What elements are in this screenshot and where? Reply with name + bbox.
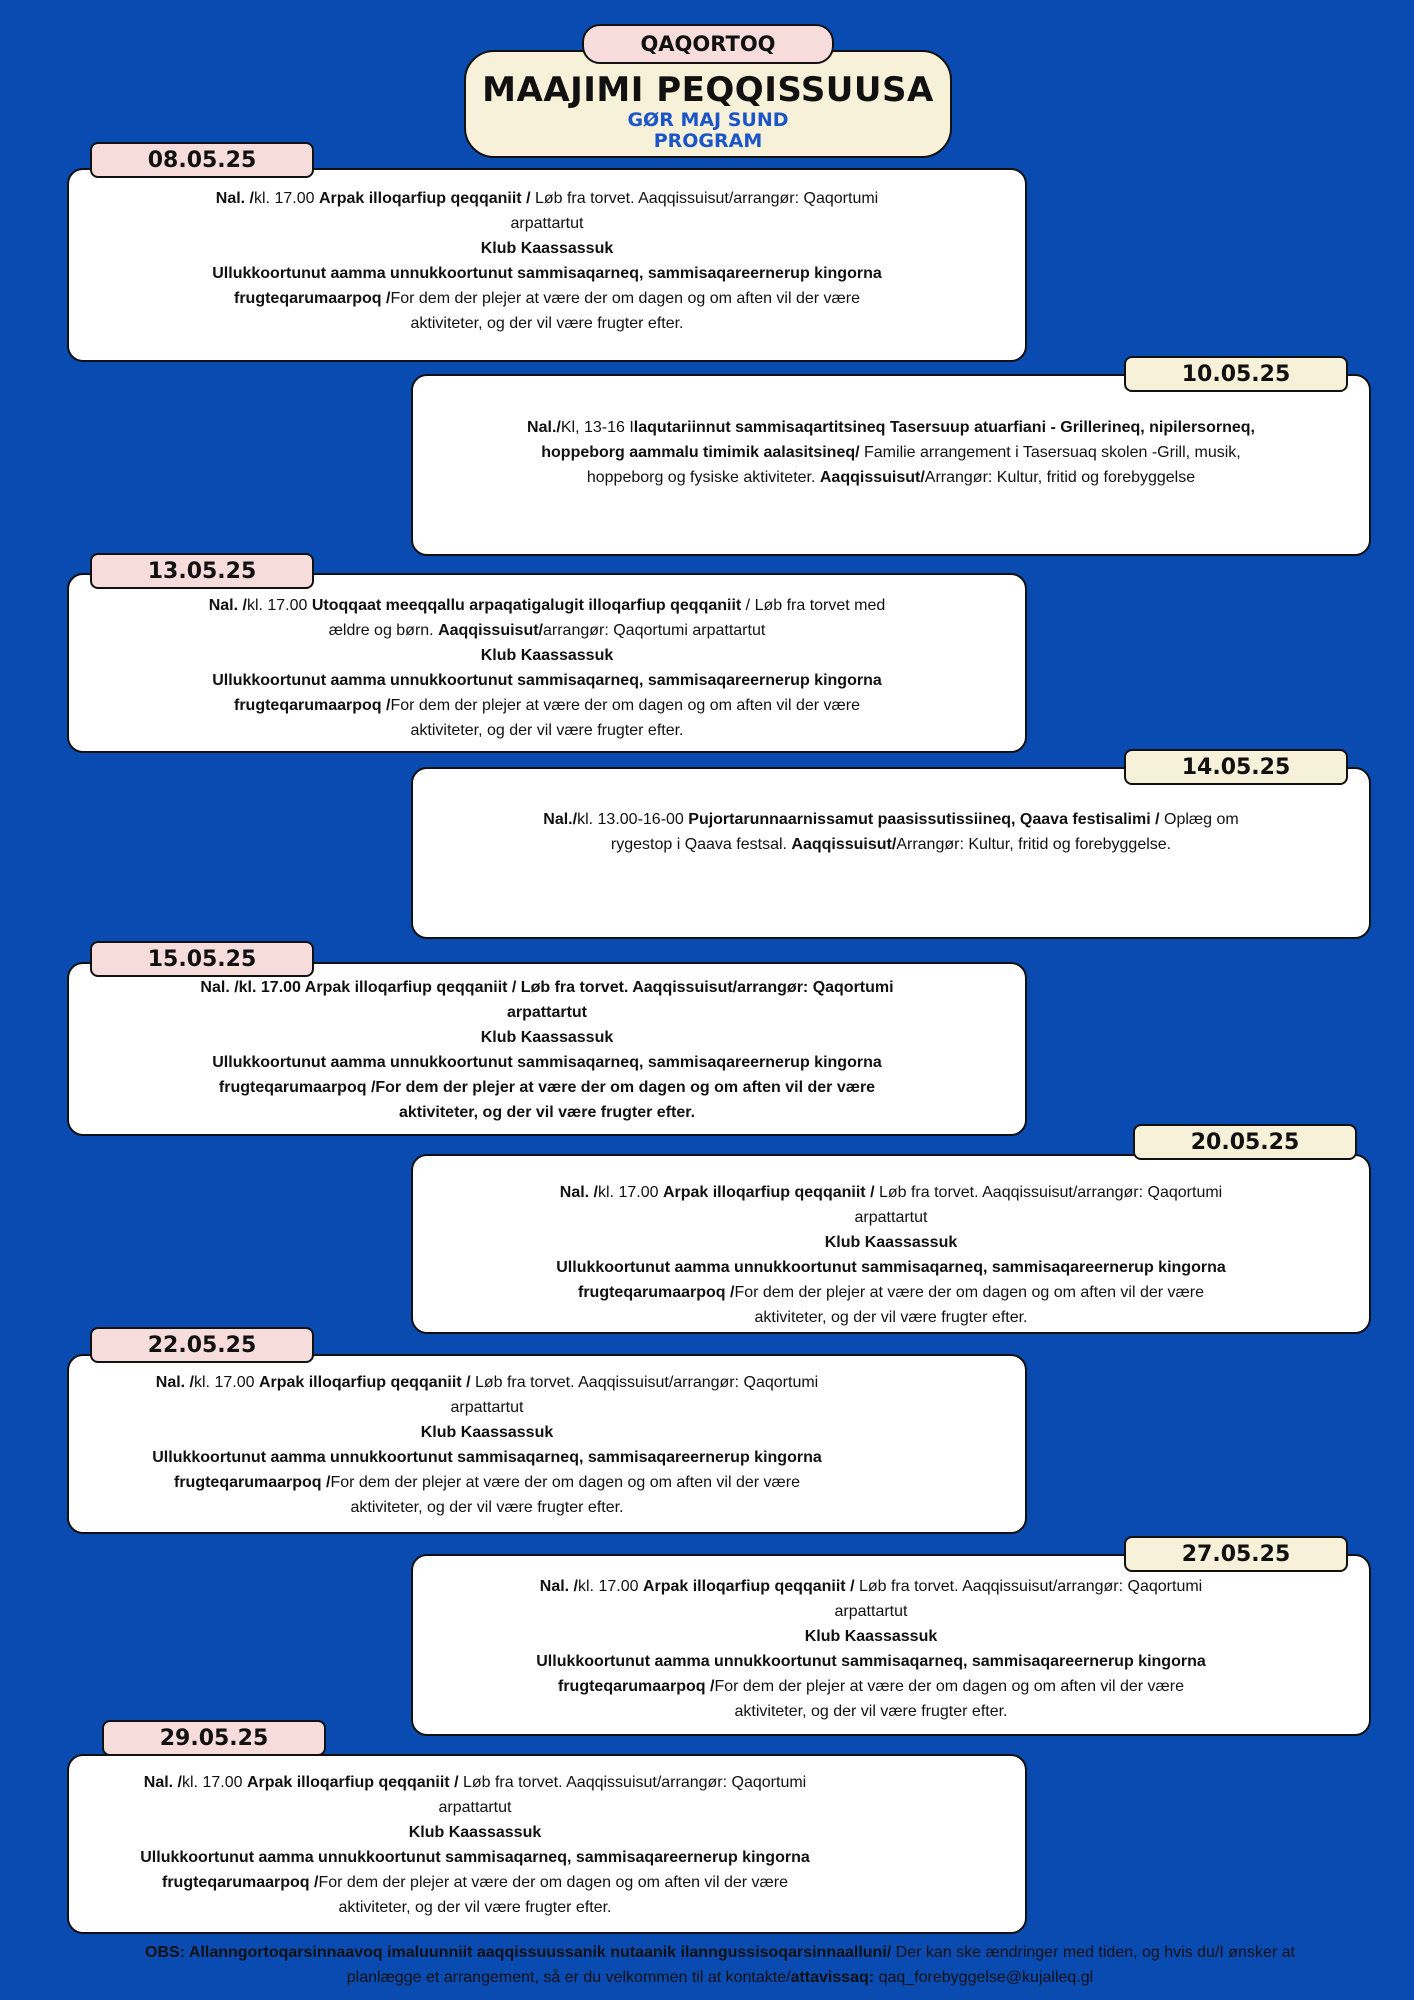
event-card: Nal. /kl. 17.00 Arpak illoqarfiup qeqqan… — [411, 1154, 1371, 1334]
town-label: QAQORTOQ — [582, 24, 834, 64]
event-description: Nal. /kl. 17.00 Utoqqaat meeqqallu arpaq… — [208, 597, 886, 739]
event-description: Nal./kl. 13.00-16-00 Pujortarunnaarnissa… — [543, 811, 1239, 853]
event-card: Nal. /kl. 17.00 Arpak illoqarfiup qeqqan… — [67, 962, 1027, 1136]
title-box: MAAJIMI PEQQISSUUSA GØR MAJ SUND PROGRAM — [464, 50, 952, 158]
event-date-tab: 13.05.25 — [90, 553, 314, 589]
event-date-tab: 29.05.25 — [102, 1720, 326, 1756]
event-description: Nal. /kl. 17.00 Arpak illoqarfiup qeqqan… — [140, 1774, 810, 1916]
event-description: Nal. /kl. 17.00 Arpak illoqarfiup qeqqan… — [556, 1184, 1226, 1326]
subtitle-line-1: GØR MAJ SUND — [627, 109, 789, 131]
event-description: Nal. /kl. 17.00 Arpak illoqarfiup qeqqan… — [536, 1578, 1206, 1720]
event-date-tab: 15.05.25 — [90, 941, 314, 977]
event-card: Nal. /kl. 17.00 Arpak illoqarfiup qeqqan… — [67, 168, 1027, 362]
event-description: Nal. /kl. 17.00 Arpak illoqarfiup qeqqan… — [212, 190, 882, 332]
event-date-tab: 08.05.25 — [90, 142, 314, 178]
event-date-tab: 27.05.25 — [1124, 1536, 1348, 1572]
event-card: Nal. /kl. 17.00 Arpak illoqarfiup qeqqan… — [411, 1554, 1371, 1736]
event-date-tab: 22.05.25 — [90, 1327, 314, 1363]
event-card: Nal. /kl. 17.00 Utoqqaat meeqqallu arpaq… — [67, 573, 1027, 753]
event-card: Nal./Kl, 13-16 Ilaqutariinnut sammisaqar… — [411, 374, 1371, 556]
event-date-tab: 20.05.25 — [1133, 1124, 1357, 1160]
event-date-tab: 10.05.25 — [1124, 356, 1348, 392]
contact-email[interactable]: qaq_forebyggelse@kujalleq.gl — [874, 1969, 1094, 1986]
event-description: Nal. /kl. 17.00 Arpak illoqarfiup qeqqan… — [200, 979, 894, 1121]
event-card: Nal. /kl. 17.00 Arpak illoqarfiup qeqqan… — [67, 1754, 1027, 1934]
event-date-tab: 14.05.25 — [1124, 749, 1348, 785]
page-title: MAAJIMI PEQQISSUUSA — [482, 70, 934, 110]
subtitle-line-2: PROGRAM — [653, 130, 763, 152]
event-description: Nal. /kl. 17.00 Arpak illoqarfiup qeqqan… — [152, 1374, 822, 1516]
event-description: Nal./Kl, 13-16 Ilaqutariinnut sammisaqar… — [527, 419, 1255, 486]
event-card: Nal./kl. 13.00-16-00 Pujortarunnaarnissa… — [411, 767, 1371, 939]
footer-note: OBS: Allanngortoqarsinnaavoq imaluunniit… — [145, 1944, 1295, 1986]
event-card: Nal. /kl. 17.00 Arpak illoqarfiup qeqqan… — [67, 1354, 1027, 1534]
